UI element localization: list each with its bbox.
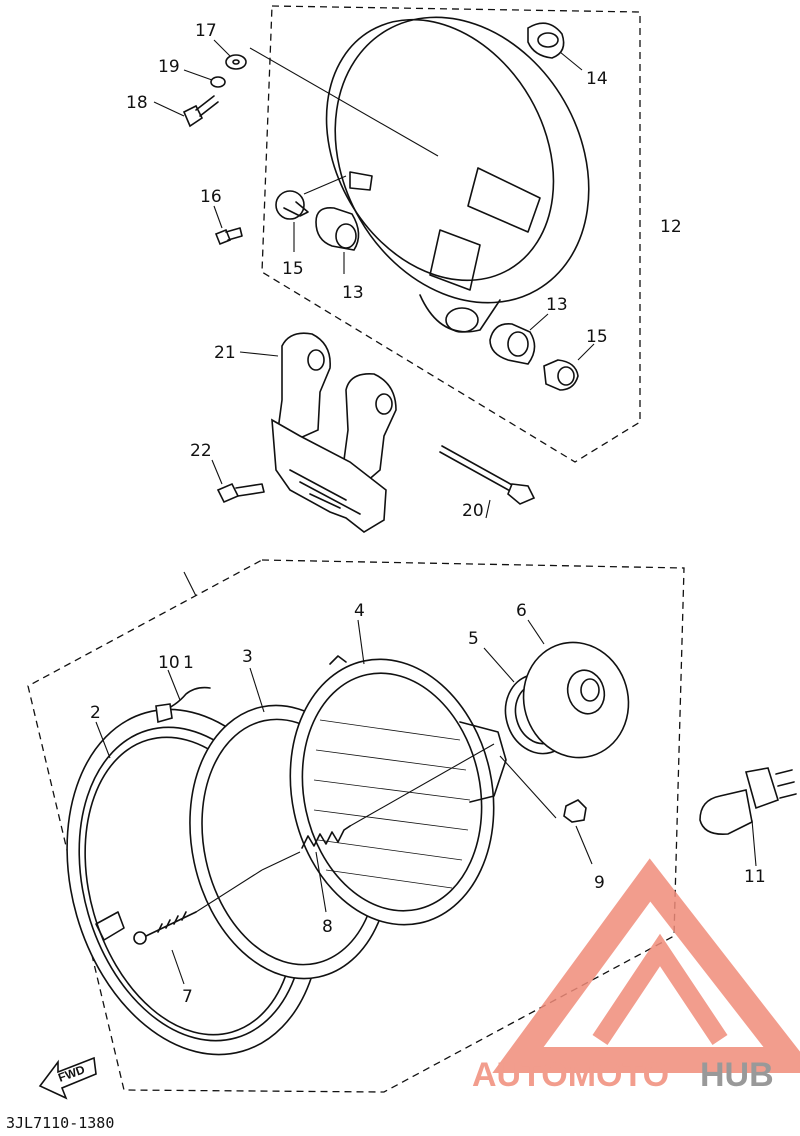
label-part-19: 19 bbox=[158, 57, 180, 77]
collar-part-15-right bbox=[543, 343, 595, 391]
nut-part-9 bbox=[499, 755, 593, 865]
lower-assembly-boundary bbox=[27, 559, 685, 1093]
bulb-part-11 bbox=[699, 767, 797, 867]
label-part-18: 18 bbox=[126, 93, 148, 113]
bolt-part-20 bbox=[439, 445, 536, 519]
label-part-15-right: 15 bbox=[586, 327, 608, 347]
label-part-12: 12 bbox=[660, 217, 682, 237]
watermark-logo-icon bbox=[492, 858, 800, 1073]
bracket-part-21 bbox=[239, 332, 397, 533]
label-part-17: 17 bbox=[195, 21, 217, 41]
collar-part-15-left bbox=[275, 175, 347, 252]
lock-washer-part-19 bbox=[183, 69, 226, 88]
lens-unit-part-4 bbox=[289, 619, 507, 926]
label-part-2: 2 bbox=[90, 703, 101, 723]
part-number-labels: 1 2 3 4 5 6 7 8 9 10 11 12 13 13 14 15 1… bbox=[90, 21, 766, 1007]
label-part-3: 3 bbox=[242, 647, 253, 667]
upper-assembly-boundary bbox=[261, 5, 641, 463]
label-part-11: 11 bbox=[744, 867, 766, 887]
washer-part-17 bbox=[213, 39, 247, 70]
label-part-13-right: 13 bbox=[546, 295, 568, 315]
grommet-part-14 bbox=[527, 22, 583, 71]
clip-part-10 bbox=[155, 669, 211, 724]
automotohub-watermark: AUTOMOTO HUB bbox=[472, 858, 800, 1094]
watermark-brand-hub: HUB bbox=[700, 1056, 774, 1094]
drawing-code: 3JL7110-1380 bbox=[6, 1114, 114, 1132]
label-part-4: 4 bbox=[354, 601, 365, 621]
label-part-16: 16 bbox=[200, 187, 222, 207]
label-part-5: 5 bbox=[468, 629, 479, 649]
label-part-7: 7 bbox=[182, 987, 193, 1007]
label-part-15-left: 15 bbox=[282, 259, 304, 279]
label-part-6: 6 bbox=[516, 601, 527, 621]
label-part-13-left: 13 bbox=[342, 283, 364, 303]
spring-part-8 bbox=[261, 743, 495, 913]
screw-part-16 bbox=[213, 205, 243, 246]
label-part-21: 21 bbox=[214, 343, 236, 363]
label-part-8: 8 bbox=[322, 917, 333, 937]
headlight-housing bbox=[249, 16, 590, 333]
adjust-screw-part-7 bbox=[133, 869, 263, 985]
bolt-part-22 bbox=[211, 459, 265, 504]
label-part-10: 10 bbox=[158, 653, 180, 673]
dust-cover-part-6 bbox=[522, 619, 630, 759]
damper-part-13-left bbox=[315, 206, 360, 274]
watermark-brand-automoto: AUTOMOTO bbox=[472, 1056, 669, 1094]
label-part-9: 9 bbox=[594, 873, 605, 893]
label-part-22: 22 bbox=[190, 441, 212, 461]
label-part-20: 20 bbox=[462, 501, 484, 521]
label-part-14: 14 bbox=[586, 69, 608, 89]
forward-direction-arrow: FWD bbox=[38, 1056, 97, 1100]
label-part-1: 1 bbox=[183, 653, 194, 673]
damper-part-13-right bbox=[489, 313, 549, 365]
bolt-part-18 bbox=[153, 95, 219, 128]
